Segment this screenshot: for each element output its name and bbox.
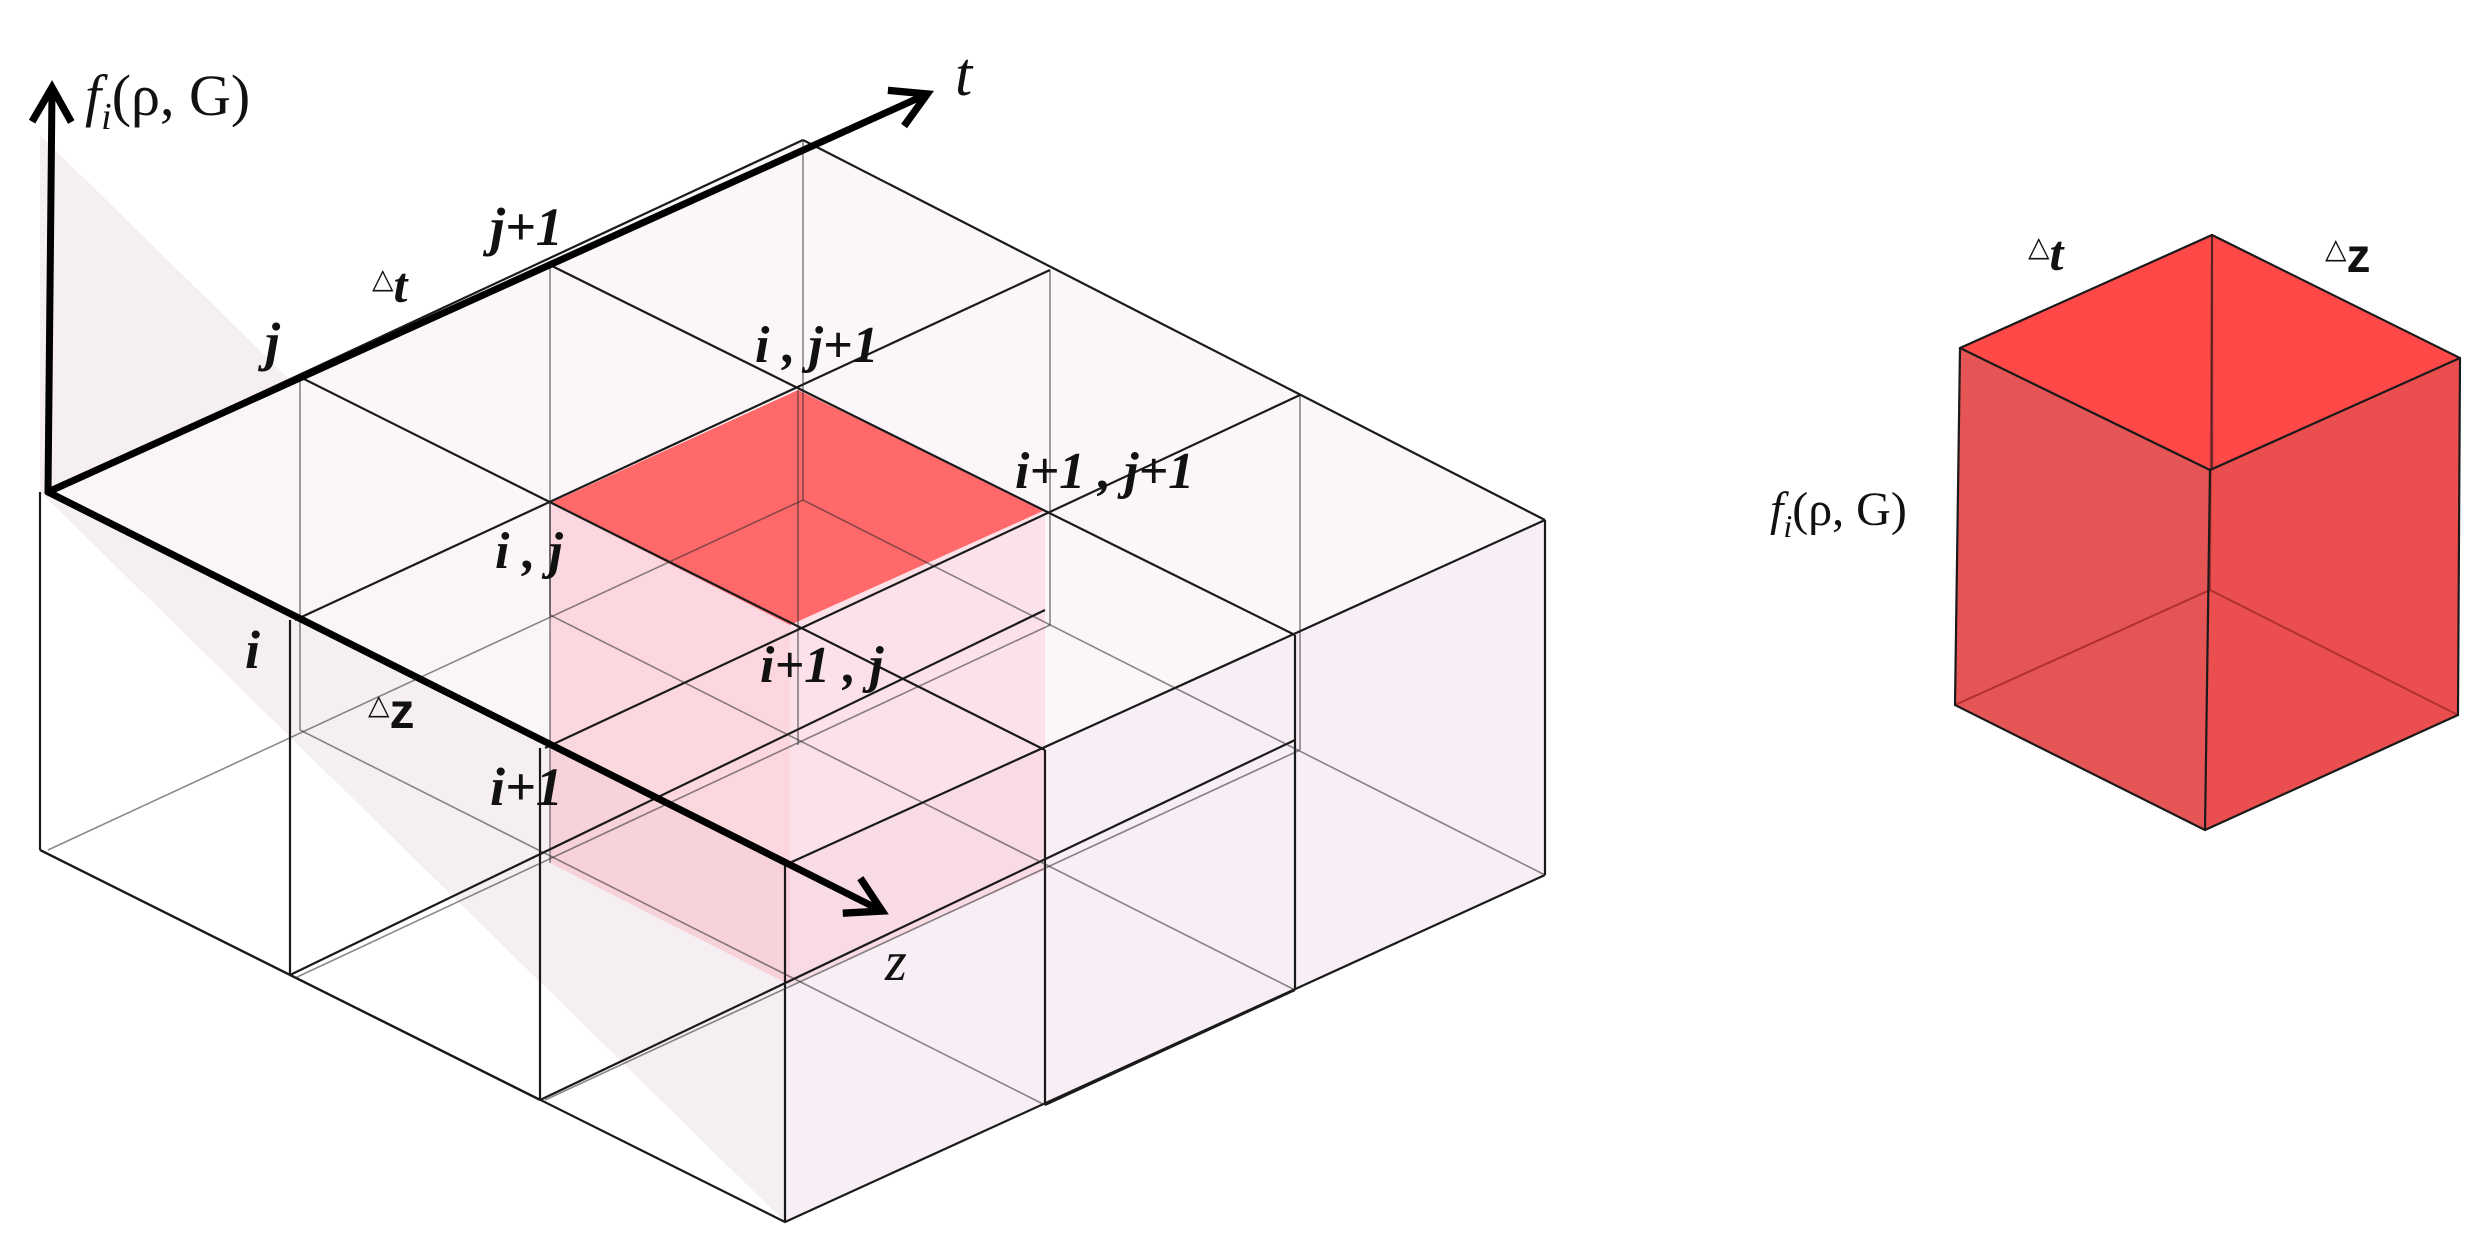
t-axis-label: t	[955, 41, 974, 109]
unit-delta-z-label: △z	[2325, 230, 2371, 283]
unit-cell-left-face	[1955, 348, 2210, 830]
unit-f-label: fi(ρ, G)	[1770, 483, 1907, 544]
node-i1j-label: i+1 , j	[760, 637, 884, 694]
f-axis	[28, 80, 75, 496]
i1-label: i+1	[490, 757, 563, 817]
j1-label: j+1	[482, 197, 563, 257]
grid-labels: fi(ρ, G) t z j j+1 i i+1 △t △z i , j i ,…	[85, 41, 1194, 993]
node-ij-label: i , j	[495, 523, 563, 580]
unit-cell-right-face	[2205, 358, 2460, 830]
i-label: i	[245, 620, 260, 680]
z-axis	[44, 488, 889, 917]
grid-front-right-face	[785, 520, 1545, 1222]
t-axis	[44, 86, 934, 496]
axes	[28, 80, 934, 917]
node-i1j1-label: i+1 , j+1	[1015, 443, 1194, 500]
unit-cell: △t △z fi(ρ, G)	[1770, 225, 2462, 832]
delta-t-label: △t	[372, 257, 410, 313]
unit-delta-t-label: △t	[2028, 225, 2066, 281]
z-axis-label: z	[884, 931, 907, 993]
unit-cell-top-face	[1960, 235, 2460, 470]
f-axis-label: fi(ρ, G)	[85, 63, 250, 138]
highlight-column-left	[550, 503, 790, 985]
node-ij1-label: i , j+1	[755, 317, 879, 374]
delta-z-label: △z	[368, 683, 415, 739]
highlight-column-right	[790, 510, 1045, 985]
